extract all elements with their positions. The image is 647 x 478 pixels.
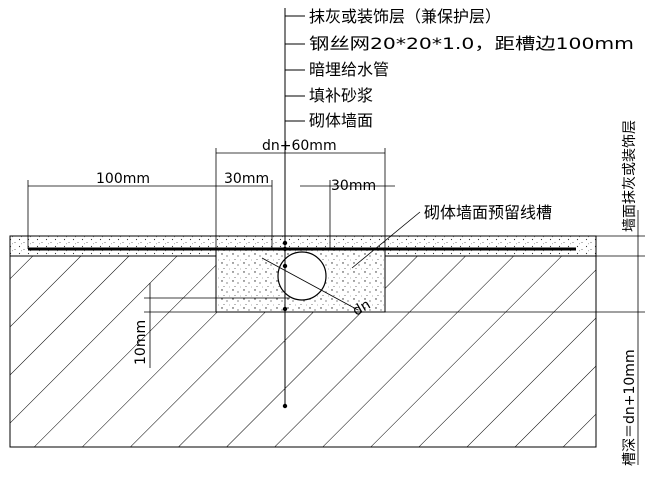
label-steel-mesh: 钢丝网20*20*1.0，距槽边100mm [309,34,634,53]
label-reserved-groove: 砌体墙面预留线槽 [424,203,552,222]
water-pipe [277,251,327,301]
right-dimensions [385,210,645,465]
bottom-cover-dimension [144,283,290,368]
label-concealed-pipe: 暗埋给水管 [309,60,389,79]
label-plaster-layer: 抹灰或装饰层（兼保护层） [309,7,501,26]
label-masonry-wall: 砌体墙面 [309,111,373,130]
groove-depth-label: 槽深＝dn+10mm [622,349,638,466]
groove-width-dimension [215,148,386,250]
right-gap-label: 30mm [331,178,376,194]
side-dimensions [27,180,395,250]
mesh-overlap-label: 100mm [96,171,150,187]
groove-width-label: dn+60mm [262,138,337,154]
bottom-cover-label: 10mm [133,320,149,365]
pipe-diameter-label: dn [350,297,373,320]
surface-layer-label: 墙面抹灰或装饰层 [622,120,638,232]
leader-vertical [282,8,288,409]
label-leader-ticks [285,15,305,122]
left-gap-label: 30mm [224,171,269,187]
label-fill-mortar: 填补砂浆 [309,86,373,105]
